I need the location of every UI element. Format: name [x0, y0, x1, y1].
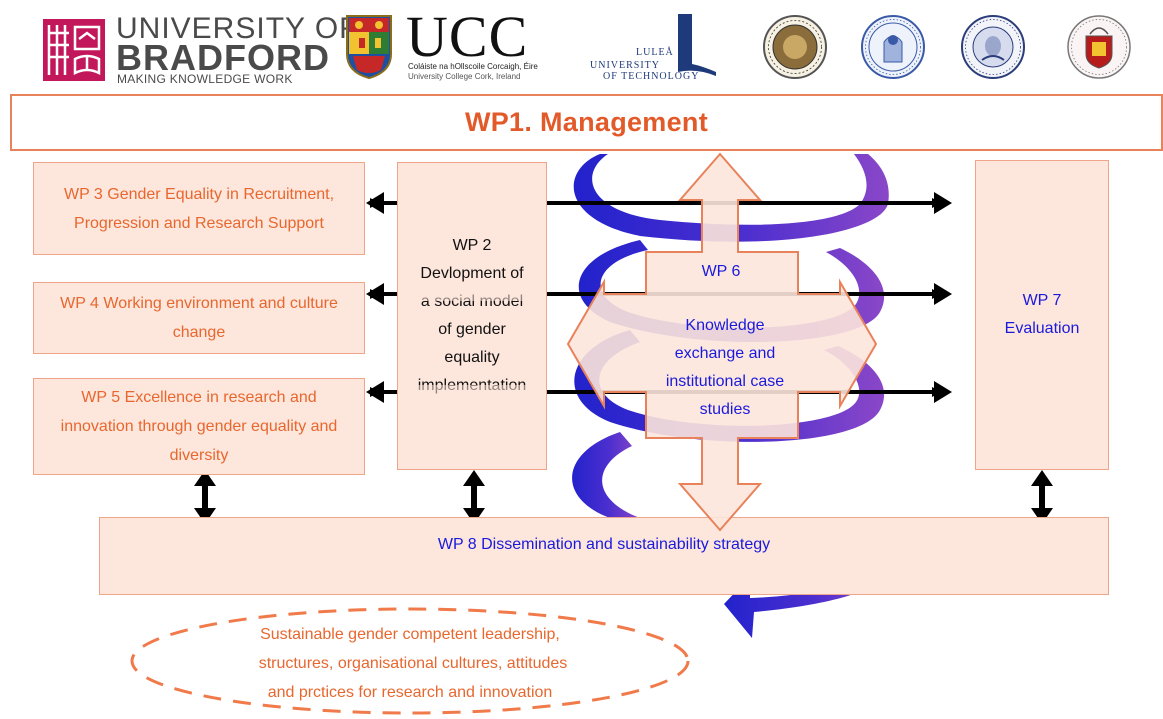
- wp3-line-2: Progression and Research Support: [74, 214, 324, 232]
- lulea-l-mark-icon: [674, 12, 718, 78]
- wp6-line-4: studies: [699, 401, 751, 418]
- wp8-label: WP 8 Dissemination and sustainability st…: [437, 536, 771, 553]
- wp6-body: Knowledge exchange and institutional cas…: [620, 312, 830, 424]
- lulea-name-line2: UNIVERSITY: [590, 60, 660, 71]
- wp7-line-2: Evaluation: [1004, 320, 1080, 337]
- arrow-wp2-wp8: [463, 470, 485, 524]
- spiral-band-1: [573, 154, 889, 242]
- wp2-line-2: Devlopment of: [420, 265, 524, 282]
- wp1-management-banner: WP1. Management: [10, 94, 1163, 151]
- wp2-line-4: of gender: [438, 321, 506, 338]
- ankara-university-seal-icon: [762, 14, 828, 80]
- wp5-line-3: diversity: [169, 447, 229, 464]
- wp4-line-2: change: [172, 324, 226, 341]
- wp6-line-3: institutional case: [665, 373, 785, 390]
- lulea-name-line3: OF TECHNOLOGY: [603, 71, 700, 82]
- wp2-line-1: WP 2: [452, 237, 492, 254]
- outcome-line-1: Sustainable gender competent leadership,: [260, 626, 560, 643]
- spiral-band-4: [572, 432, 640, 518]
- ucc-shield-icon: [345, 14, 393, 80]
- wp7-box: WP 7 Evaluation: [975, 160, 1109, 470]
- arrow-wp7-wp8: [1031, 470, 1053, 524]
- wp4-box: WP 4 Working environment and culture cha…: [33, 282, 365, 354]
- wp1-title: WP1. Management: [464, 107, 709, 137]
- wp4-line-1: WP 4 Working environment and culture: [60, 295, 338, 312]
- arrow-fade-overlays: [398, 196, 546, 399]
- wp6-title: WP 6: [701, 263, 741, 280]
- wp8-box: WP 8 Dissemination and sustainability st…: [99, 517, 1109, 595]
- trnava-university-seal-icon: [960, 14, 1026, 80]
- wp5-box: WP 5 Excellence in research and innovati…: [33, 378, 365, 475]
- complutense-university-seal-icon: [1066, 14, 1132, 80]
- lulea-name-line1: LULEÅ: [636, 47, 674, 58]
- outcome-line-3: and prctices for research and innovation: [267, 684, 553, 701]
- university-seal-icon: [860, 14, 926, 80]
- wp5-line-2: innovation through gender equality and: [60, 418, 338, 435]
- bradford-crest-icon: [43, 19, 105, 81]
- bradford-name-line1: UNIVERSITY OF: [116, 12, 359, 45]
- bradford-tagline: MAKING KNOWLEDGE WORK: [117, 72, 293, 86]
- arrow-heads: [366, 192, 952, 403]
- bradford-name-line2: BRADFORD: [116, 37, 330, 78]
- wp6-line-1: Knowledge: [685, 317, 765, 334]
- arrow-wp5-wp8: [194, 470, 216, 524]
- wp3-line-1: WP 3 Gender Equality in Recruitment,: [63, 185, 335, 203]
- ucc-irish-name: Coláiste na hOllscoile Corcaigh, Éire: [408, 62, 538, 71]
- outcome-dashed-ellipse: [130, 607, 690, 715]
- outcome-line-2: structures, organisational cultures, att…: [258, 655, 568, 672]
- outcome-text: Sustainable gender competent leadership,…: [200, 620, 620, 707]
- wp2-line-5: equality: [444, 349, 500, 366]
- ucc-english-name: University College Cork, Ireland: [408, 72, 521, 81]
- wp3-box: WP 3 Gender Equality in Recruitment, Pro…: [33, 162, 365, 255]
- wp6-cross-arrow: [566, 152, 878, 532]
- vertical-arrows: [194, 470, 1053, 524]
- wp5-line-1: WP 5 Excellence in research and: [81, 389, 317, 406]
- ucc-wordmark: UCC: [406, 4, 529, 69]
- wp7-line-1: WP 7: [1022, 292, 1062, 309]
- wp6-line-2: exchange and: [674, 345, 776, 362]
